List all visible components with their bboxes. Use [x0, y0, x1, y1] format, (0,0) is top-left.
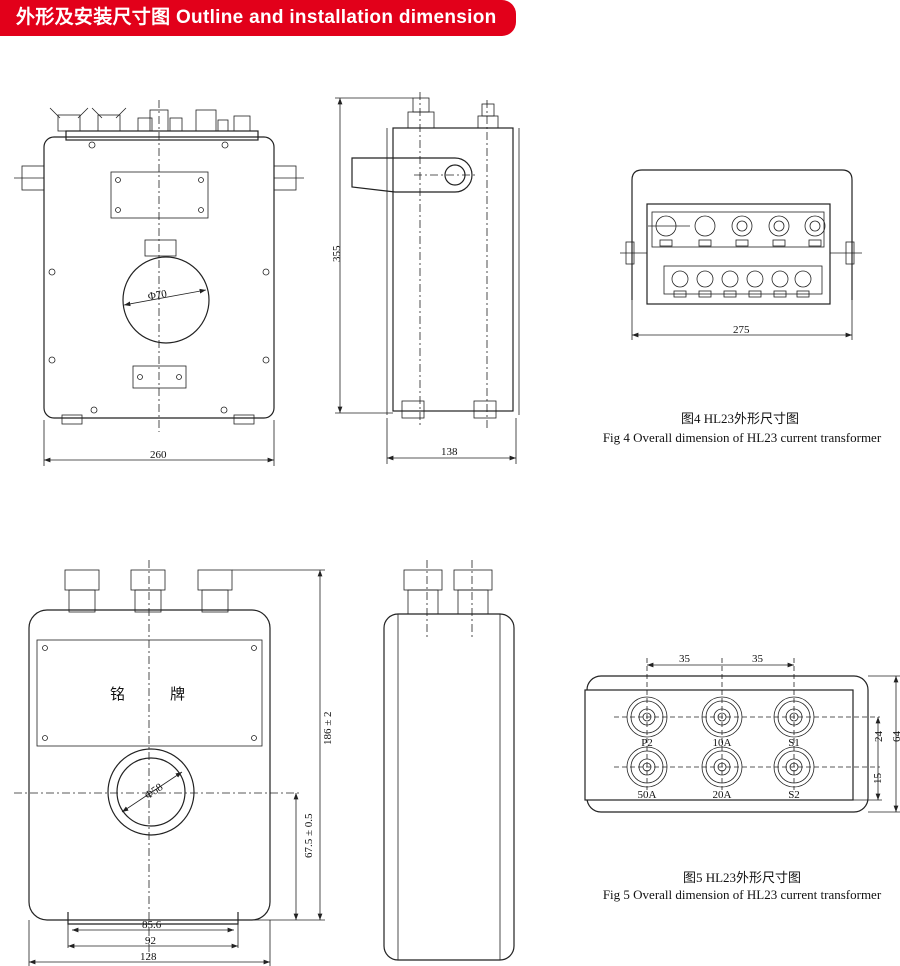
- fig4-side-view: 355 138: [331, 92, 520, 464]
- terminal-label: S1: [788, 737, 800, 749]
- terminal-label: 20A: [713, 789, 732, 801]
- terminal-label: P2: [641, 737, 653, 749]
- dim-height-fig5: 186 ± 2: [322, 711, 334, 745]
- dim-w1: 85.6: [142, 919, 162, 931]
- nameplate-char-1: 铭: [110, 685, 125, 703]
- dim-bottom: 15: [872, 773, 884, 785]
- fig4-top-view: 275: [620, 169, 862, 340]
- dim-width-front: 260: [150, 449, 167, 461]
- dim-total: 64: [891, 731, 900, 743]
- dim-pitch-1: 35: [679, 653, 691, 665]
- terminal-label: 50A: [638, 789, 657, 801]
- nameplate-char-2: 牌: [170, 685, 185, 703]
- fig5-caption-cn: 图5 HL23外形尺寸图: [683, 870, 801, 885]
- fig5-front-view: 铭 牌 Φ58 186 ± 2 67.5 ± 0.5 85.6 92 128: [14, 560, 334, 966]
- section-header: 外形及安装尺寸图 Outline and installation dimens…: [0, 0, 516, 36]
- fig4-front-view: 260 Φ70: [14, 100, 304, 466]
- fig4-caption-cn: 图4 HL23外形尺寸图: [681, 411, 799, 426]
- dim-bore-height: 67.5 ± 0.5: [303, 813, 315, 858]
- dim-bore-fig5: Φ58: [143, 781, 166, 802]
- dim-w2: 92: [145, 935, 156, 947]
- terminal-label: S2: [788, 789, 800, 801]
- dim-height: 355: [331, 245, 343, 262]
- fig4-caption-en: Fig 4 Overall dimension of HL23 current …: [603, 430, 882, 445]
- dim-depth: 138: [441, 446, 458, 458]
- dim-bore-fig4: Φ70: [147, 288, 168, 303]
- dim-pitch-2: 35: [752, 653, 764, 665]
- fig5-caption-en: Fig 5 Overall dimension of HL23 current …: [603, 887, 882, 902]
- dim-row: 24: [873, 731, 885, 743]
- terminal-label: 10A: [713, 737, 732, 749]
- dim-w3: 128: [140, 951, 157, 963]
- dim-top-width: 275: [733, 324, 750, 336]
- fig5-top-view: 35 35 P2 10A S1 50A 20A S2 24 15 64: [584, 653, 900, 813]
- fig5-side-view: [383, 560, 515, 961]
